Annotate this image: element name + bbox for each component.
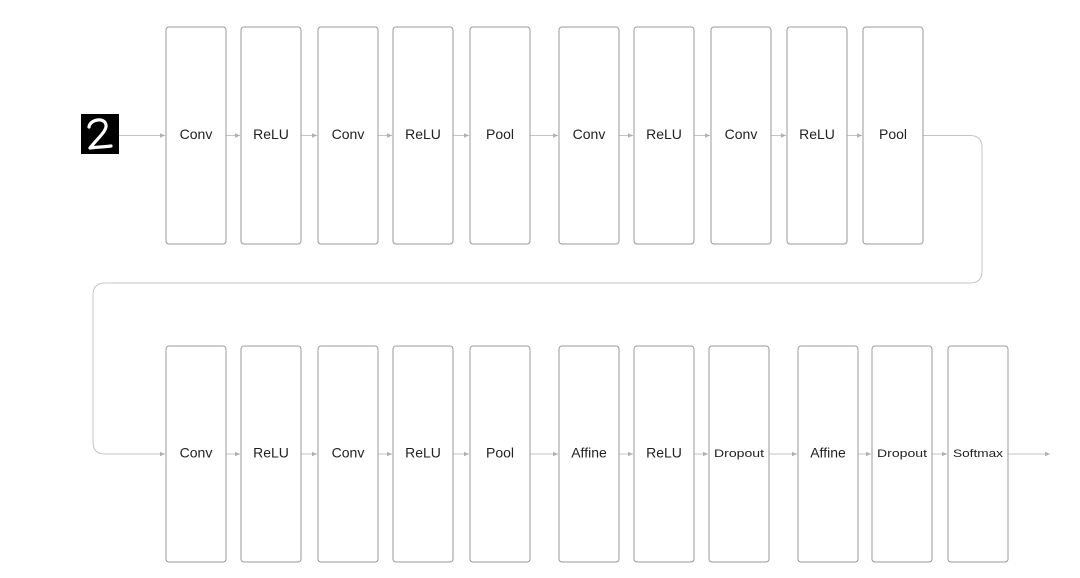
layer-label: Conv: [573, 126, 606, 142]
layer-pool-r1-5: Pool: [469, 26, 531, 245]
layer-conv-r2-3: Conv: [317, 345, 379, 563]
input-image: 2: [81, 114, 119, 154]
layer-box: [947, 345, 1009, 563]
layer-softmax-r2-11: Softmax: [947, 345, 1009, 563]
layer-relu-r2-4: ReLU: [392, 345, 454, 563]
layer-box: [317, 345, 379, 563]
layer-relu-r1-7: ReLU: [633, 26, 695, 245]
layer-conv-r1-3: Conv: [317, 26, 379, 245]
layer-label: Softmax: [953, 448, 1004, 460]
layer-label: Dropout: [877, 448, 927, 460]
layer-box: [317, 26, 379, 245]
layer-label: ReLU: [799, 126, 835, 142]
layer-box: [392, 345, 454, 563]
layer-box: [469, 26, 531, 245]
layer-box: [165, 345, 227, 563]
layer-box: [558, 345, 620, 563]
layer-box: [165, 26, 227, 245]
layer-conv-r1-8: Conv: [710, 26, 772, 245]
layer-box: [871, 345, 933, 563]
layer-label: Affine: [571, 445, 607, 461]
layer-dropout-r2-10: Dropout: [871, 345, 933, 563]
layer-label: Conv: [332, 445, 365, 461]
layer-label: ReLU: [405, 126, 441, 142]
layer-box: [633, 345, 695, 563]
layer-affine-r2-6: Affine: [558, 345, 620, 563]
layer-label: Conv: [725, 126, 758, 142]
layer-box: [797, 345, 859, 563]
layer-pool-r1-10: Pool: [862, 26, 924, 245]
layer-relu-r1-9: ReLU: [786, 26, 848, 245]
layer-box: [240, 345, 302, 563]
layer-label: Affine: [810, 445, 846, 461]
layer-label: ReLU: [646, 126, 682, 142]
layer-label: Pool: [486, 126, 514, 142]
layer-label: Dropout: [714, 448, 764, 460]
connectors: [92, 133, 1050, 457]
layer-label: Pool: [486, 445, 514, 461]
layer-relu-r1-2: ReLU: [240, 26, 302, 245]
layer-label: ReLU: [253, 445, 289, 461]
layer-box: [240, 26, 302, 245]
layer-label: ReLU: [405, 445, 441, 461]
layer-box: [708, 345, 770, 563]
layer-conv-r1-1: Conv: [165, 26, 227, 245]
layer-label: Conv: [180, 445, 213, 461]
layer-box: [469, 345, 531, 563]
layer-label: Conv: [180, 126, 213, 142]
layer-affine-r2-9: Affine: [797, 345, 859, 563]
layer-box: [862, 26, 924, 245]
layer-conv-r1-6: Conv: [558, 26, 620, 245]
layer-label: ReLU: [253, 126, 289, 142]
layer-box: [392, 26, 454, 245]
layer-box: [710, 26, 772, 245]
layer-label: ReLU: [646, 445, 682, 461]
layer-box: [633, 26, 695, 245]
layer-dropout-r2-8: Dropout: [708, 345, 770, 563]
layer-box: [786, 26, 848, 245]
layer-relu-r2-2: ReLU: [240, 345, 302, 563]
layer-label: Pool: [879, 126, 907, 142]
arrow-row-wrap: [92, 135, 983, 457]
layer-conv-r2-1: Conv: [165, 345, 227, 563]
layer-relu-r1-4: ReLU: [392, 26, 454, 245]
layer-box: [558, 26, 620, 245]
layer-relu-r2-7: ReLU: [633, 345, 695, 563]
input-digit-two-glyph: [87, 118, 113, 150]
layer-pool-r2-5: Pool: [469, 345, 531, 563]
layer-label: Conv: [332, 126, 365, 142]
